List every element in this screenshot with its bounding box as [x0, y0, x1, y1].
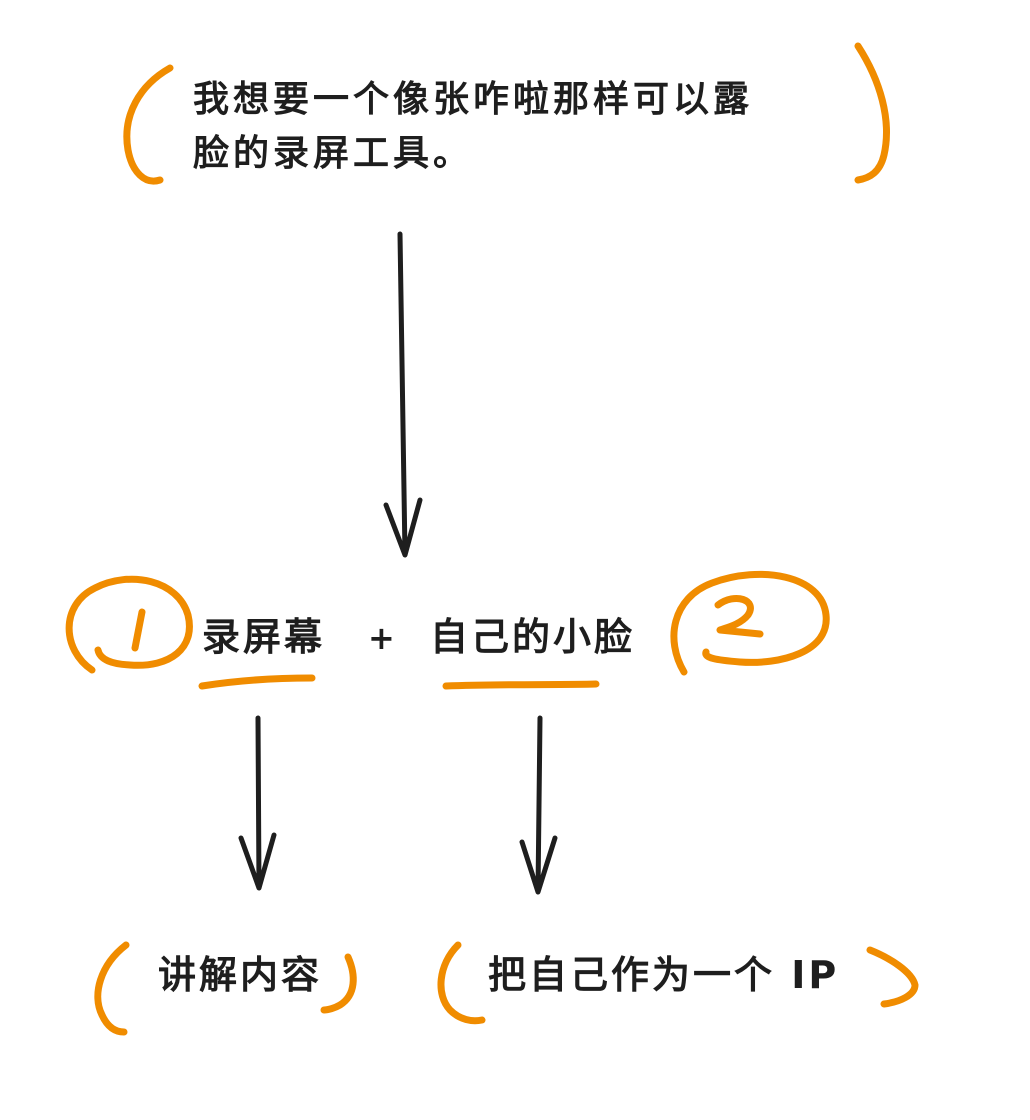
top-right-bracket — [854, 42, 890, 184]
screen-recording-label: 录屏幕 — [202, 615, 326, 659]
plus-sign: + — [368, 619, 395, 657]
main-arrow — [383, 231, 423, 558]
top-note-line-1: 我想要一个像张咋啦那样可以露 — [193, 79, 754, 120]
bottom-left-bracket-1 — [94, 941, 130, 1036]
personal-ip-label: 把自己作为一个 IP — [488, 953, 840, 997]
number-2-stroke — [714, 595, 764, 638]
circle-1 — [65, 575, 193, 674]
arrow-left — [238, 715, 277, 891]
number-1-stroke — [131, 608, 146, 652]
arrow-right — [519, 715, 558, 895]
own-face-label: 自己的小脸 — [430, 615, 636, 659]
bottom-right-bracket-2 — [866, 946, 919, 1008]
top-note-line-2: 脸的录屏工具。 — [193, 133, 474, 174]
underline-right — [442, 680, 600, 690]
bottom-left-bracket-2 — [437, 941, 486, 1025]
underline-left — [198, 674, 316, 690]
bottom-right-bracket-1 — [320, 953, 357, 1014]
circle-2 — [670, 570, 830, 676]
top-left-bracket — [123, 64, 174, 185]
explain-content-label: 讲解内容 — [158, 953, 323, 997]
